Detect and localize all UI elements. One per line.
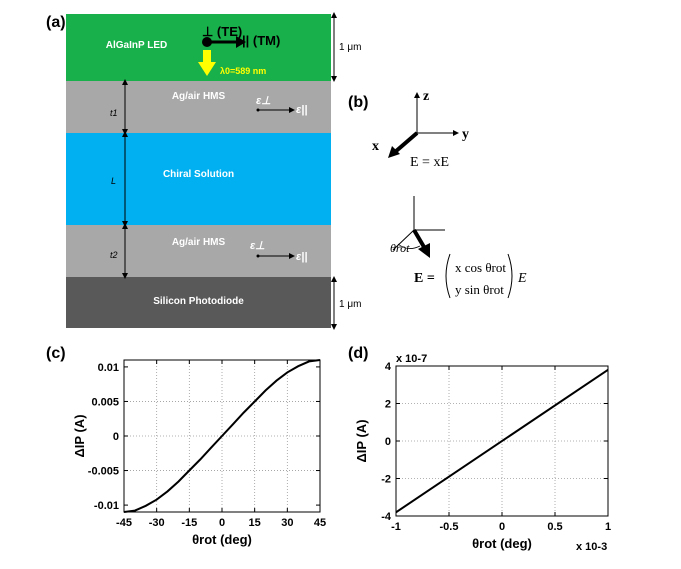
photodiode-label: Silicon Photodiode [153, 296, 244, 307]
e-rot-row2: y sin θrot [455, 282, 504, 297]
eps-perp-bottom: ε⊥ [250, 240, 265, 252]
chart-d: -1 -0.5 0 0.5 1 -4 -2 0 2 4 θrot (deg) ΔIP (A) x 10-… [354, 353, 611, 553]
x-tick-label: 1 [605, 521, 611, 533]
x-tick-label: 30 [281, 517, 293, 529]
tm-arrowhead [236, 36, 246, 48]
x-axis-head [388, 146, 400, 158]
e-rot-lhs: E = [414, 271, 435, 286]
eps-par-top: ε|| [296, 104, 307, 116]
eps-par-bottom: ε|| [296, 251, 307, 263]
t1-label: t1 [110, 108, 118, 118]
panel-label-d: (d) [348, 345, 369, 362]
y-tick-label: 2 [385, 399, 391, 411]
photodiode-layer: Silicon Photodiode [66, 277, 331, 328]
series-line [395, 368, 609, 514]
plot-frame [395, 365, 609, 517]
z-axis-label: z [423, 89, 429, 104]
x-tick-label: 0 [219, 517, 225, 529]
y-tick-label: -4 [381, 511, 392, 523]
x-tick-label: -15 [181, 517, 197, 529]
scale-label-top: 1 μm [339, 42, 361, 53]
chart-c: -45 -30 -15 0 15 30 45 -0.01 -0.005 0 0.005 0.01 θro… [72, 359, 326, 547]
x-tick-label: 0.5 [547, 521, 562, 533]
tm-label: || (TM) [242, 33, 280, 48]
matrix-left-paren [445, 253, 451, 299]
plot-frame [123, 359, 321, 513]
x-axis-label: x [372, 139, 379, 154]
x-axis-2 [392, 229, 415, 251]
emission-arrow [198, 50, 216, 76]
t2-label: t2 [110, 250, 118, 260]
l-label: L [111, 176, 116, 186]
x-tick-label: -45 [116, 517, 132, 529]
y-tick-label: 4 [385, 361, 392, 373]
x-tick-label: 45 [314, 517, 326, 529]
y-tick-label: 0.01 [98, 362, 119, 374]
eps-perp-top: ε⊥ [256, 95, 271, 107]
stack-overlay: ⊥ (TE) || (TM) λ0=589 nm ε⊥ ε|| ε⊥ ε|| t… [110, 12, 527, 330]
e-field-eq: E = xE [410, 155, 449, 170]
panel-label-a: (a) [46, 14, 66, 31]
chiral-label: Chiral Solution [162, 169, 235, 180]
y-tick-label: -0.005 [88, 466, 119, 478]
hms-bottom-label: Ag/air HMS [171, 237, 226, 248]
x-tick-label: -0.5 [440, 521, 459, 533]
e-rot-rhs: E [517, 271, 527, 286]
hms-bottom-layer: Ag/air HMS [66, 225, 331, 277]
theta-arc [397, 243, 421, 249]
theta-label: θrot [390, 241, 410, 255]
x-tick-label: 15 [249, 517, 261, 529]
x-axis-title: θrot (deg) [472, 536, 532, 551]
series-line [123, 359, 321, 513]
e-rot-row1: x cos θrot [455, 260, 506, 275]
x-axis [393, 131, 419, 154]
x-multiplier: x 10-3 [576, 541, 607, 553]
panel-label-c: (c) [46, 345, 66, 362]
matrix-right-paren [507, 253, 513, 299]
y-tick-label: -2 [381, 474, 391, 486]
wavelength-label: λ0=589 nm [220, 66, 266, 76]
x-axis-title: θrot (deg) [192, 532, 252, 547]
y-tick-label: 0.005 [91, 396, 119, 408]
led-label: AlGaInP LED [105, 40, 168, 51]
y-tick-label: 0 [113, 431, 119, 443]
te-label: ⊥ (TE) [202, 24, 242, 39]
panel-label-b: (b) [348, 94, 369, 111]
hms-top-layer: Ag/air HMS [66, 81, 331, 133]
y-axis-title: ΔIP (A) [72, 414, 87, 457]
scale-label-bottom: 1 μm [339, 299, 361, 310]
y-tick-label: 0 [385, 436, 391, 448]
chiral-solution-layer: Chiral Solution [66, 133, 331, 225]
e-rot-arrowhead [418, 243, 430, 258]
y-tick-label: -0.01 [94, 500, 119, 512]
hms-top-label: Ag/air HMS [171, 91, 226, 102]
x-tick-label: -1 [391, 521, 401, 533]
y-multiplier: x 10-7 [396, 353, 427, 365]
led-layer: AlGaInP LED [66, 14, 331, 81]
y-axis-title: ΔIP (A) [354, 419, 369, 462]
x-tick-label: 0 [499, 521, 505, 533]
e-rot-arrow [412, 228, 426, 249]
x-tick-label: -30 [149, 517, 165, 529]
y-axis-label: y [462, 127, 469, 142]
